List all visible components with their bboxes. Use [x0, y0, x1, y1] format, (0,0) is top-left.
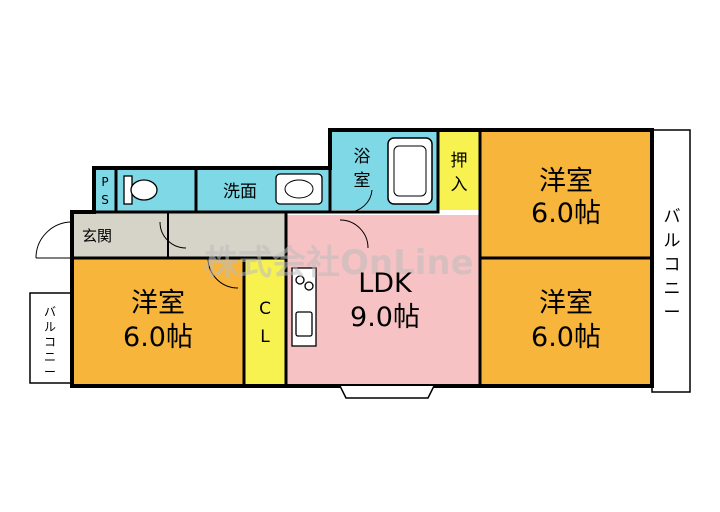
toilet-icon — [123, 175, 158, 205]
room-ldk — [286, 215, 480, 386]
balcony-right-char: ル — [664, 231, 681, 251]
room-western-top-right — [480, 130, 652, 258]
watermark: 株式会社OnLine — [204, 243, 474, 283]
door-swing-hall — [159, 221, 187, 249]
balcony-right-char: バ — [664, 207, 681, 227]
bathtub-inner — [393, 145, 427, 197]
balcony-left-char: コ — [44, 335, 56, 349]
ldk-name: LDK — [358, 268, 413, 299]
walls — [70, 128, 654, 388]
room-ps — [94, 168, 116, 212]
balcony-left-char: バ — [44, 305, 56, 319]
room-western-bottom-right — [480, 258, 652, 386]
ps-label-1: P — [101, 175, 108, 189]
balcony-left-char: ニ — [44, 350, 56, 364]
balcony-left-label: バ ル コ ニ ー — [44, 305, 56, 379]
entrance-label: 玄関 — [82, 227, 112, 245]
bath-label-1: 浴 — [354, 147, 371, 167]
washroom-label: 洗面 — [223, 182, 257, 202]
wash-basin-bowl — [284, 179, 314, 199]
room-hall — [168, 212, 286, 258]
western-left-name: 洋室 — [131, 288, 185, 319]
oshiire-label-2: 入 — [451, 175, 468, 195]
balcony-left-char: ー — [44, 365, 56, 379]
closet-label-1: C — [259, 299, 271, 319]
western-top-right-name: 洋室 — [539, 166, 593, 197]
kitchen-counter — [291, 267, 317, 347]
door-swing-ldk — [339, 219, 369, 249]
balcony-right-char: ー — [664, 303, 681, 323]
oshiire-label-1: 押 — [451, 151, 468, 171]
room-western-left — [72, 258, 244, 386]
room-oshiire — [438, 130, 480, 210]
western-bottom-right-name: 洋室 — [539, 288, 593, 319]
entrance-door — [35, 221, 73, 259]
western-bottom-right-size: 6.0帖 — [531, 322, 601, 353]
western-left-size: 6.0帖 — [123, 322, 193, 353]
western-top-right-size: 6.0帖 — [531, 198, 601, 229]
closet-label-2: L — [260, 327, 270, 347]
balcony-right-label: バ ル コ ニ ー — [664, 207, 681, 323]
balcony-right-char: ニ — [664, 279, 681, 299]
door-swing-bath — [347, 189, 373, 213]
room-entrance — [72, 212, 168, 258]
door-swing-western-left — [207, 257, 239, 289]
balcony-left — [29, 292, 73, 384]
bath-label-2: 室 — [354, 171, 371, 191]
ps-label-2: S — [101, 193, 109, 207]
room-closet — [244, 258, 286, 386]
balcony-right-char: コ — [664, 255, 681, 275]
ldk-size: 9.0帖 — [350, 302, 420, 333]
bay-window — [339, 385, 435, 399]
balcony-left-char: ル — [44, 320, 56, 334]
balcony-right — [651, 129, 691, 393]
